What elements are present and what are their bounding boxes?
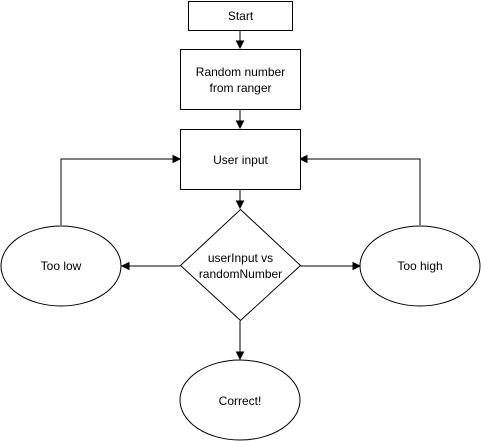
node-correct: Correct!	[179, 359, 301, 441]
random-number-label-line1: Random number	[196, 65, 285, 79]
start-label: Start	[228, 9, 254, 23]
too-low-ellipse	[0, 225, 122, 307]
too-low-label: Too low	[41, 259, 82, 273]
start-box	[188, 1, 293, 31]
user-input-label: User input	[213, 153, 268, 167]
random-number-label-line2: from ranger	[209, 81, 271, 95]
node-too-low: Too low	[0, 225, 122, 307]
node-random-number: Random number from ranger	[180, 49, 301, 110]
edge-too-low-to-input	[60, 154, 182, 225]
edge-compare-to-too-high	[300, 261, 362, 271]
edge-start-to-random	[235, 31, 245, 50]
compare-label-line2: randomNumber	[199, 267, 282, 281]
edge-too-high-to-input	[298, 154, 421, 225]
node-compare: userInput vs randomNumber	[179, 208, 302, 322]
edge-input-to-compare	[235, 190, 245, 210]
node-start: Start	[188, 1, 293, 31]
edge-compare-to-too-low	[120, 261, 180, 271]
compare-diamond	[179, 208, 302, 322]
correct-label: Correct!	[219, 394, 262, 408]
random-number-box	[180, 49, 301, 110]
user-input-box	[180, 129, 301, 190]
node-too-high: Too high	[359, 225, 481, 307]
too-high-ellipse	[359, 225, 481, 307]
edges	[60, 31, 421, 361]
too-high-label: Too high	[397, 259, 442, 273]
correct-ellipse	[179, 359, 301, 441]
compare-label-line1: userInput vs	[208, 251, 273, 265]
edge-compare-to-correct	[235, 321, 245, 361]
node-user-input: User input	[180, 129, 301, 190]
edge-random-to-input	[235, 110, 245, 130]
